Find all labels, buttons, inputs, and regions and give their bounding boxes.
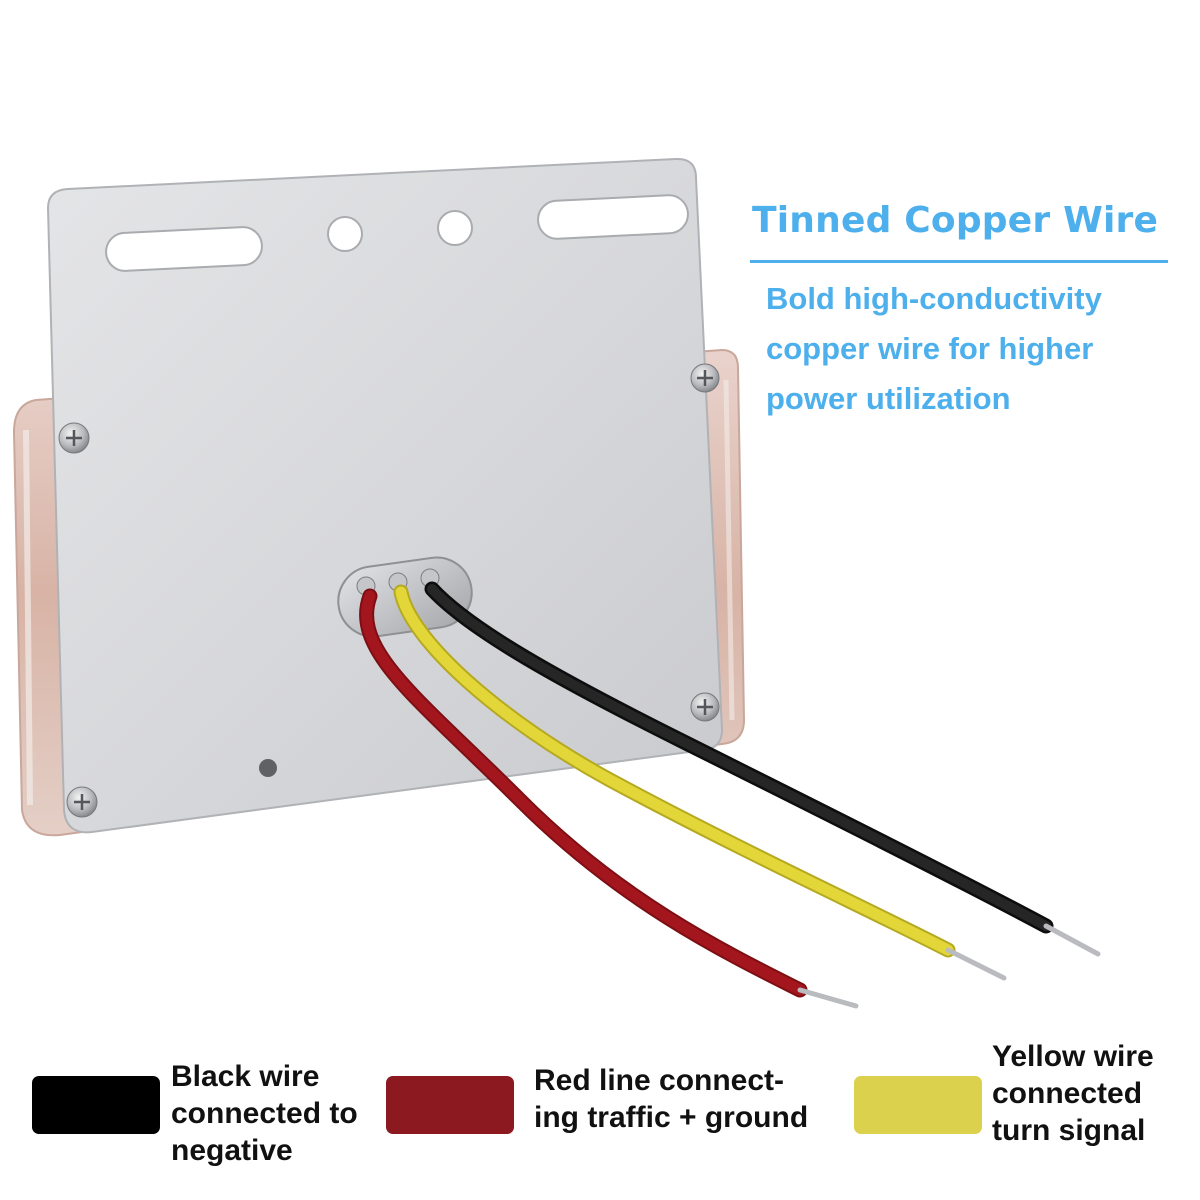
mounting-plate (46, 157, 724, 834)
legend-label-black: Black wire connected to negative (171, 1060, 358, 1167)
heading-underline (750, 260, 1168, 263)
heading: Tinned Copper Wire (752, 200, 1159, 241)
yellow-wire (393, 584, 1007, 981)
red-swatch (386, 1076, 514, 1134)
screw-icon (690, 363, 720, 393)
subtitle: Bold high-conductivity copper wire for h… (766, 281, 1102, 416)
yellow-swatch (854, 1076, 982, 1134)
red-wire (359, 588, 859, 1009)
black-swatch (32, 1076, 160, 1134)
black-wire (424, 581, 1101, 957)
screw-icon (58, 422, 90, 454)
legend-label-red: Red line connect- ing traffic + ground (534, 1064, 809, 1134)
legend-label-yellow: Yellow wire connected turn signal (992, 1040, 1154, 1147)
screw-icon (66, 786, 98, 818)
screw-icon (690, 692, 720, 722)
